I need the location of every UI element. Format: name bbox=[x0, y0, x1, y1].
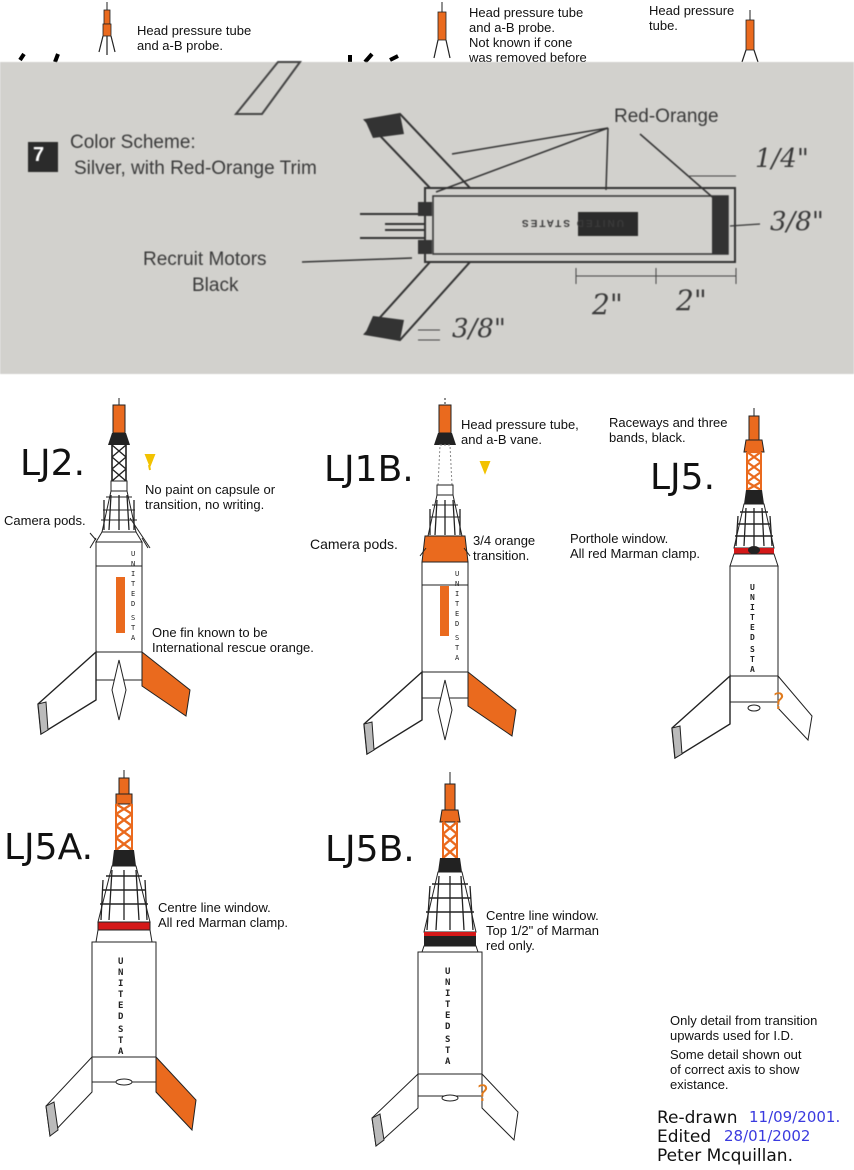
svg-text:N: N bbox=[750, 593, 755, 602]
svg-text:U: U bbox=[445, 967, 450, 977]
lj5b-label: LJ5B. bbox=[325, 829, 415, 870]
step-number: 7 bbox=[33, 144, 45, 166]
svg-text:E: E bbox=[750, 623, 755, 632]
redrawn-date: 11/09/2001. bbox=[749, 1108, 841, 1126]
svg-text:D: D bbox=[118, 1012, 124, 1022]
svg-text:S: S bbox=[131, 614, 135, 622]
svg-text:T: T bbox=[131, 580, 136, 588]
lj5a-rocket: U N I T E D S T A bbox=[45, 770, 197, 1138]
svg-text:U: U bbox=[131, 550, 135, 558]
svg-text:U: U bbox=[118, 957, 123, 967]
top-right-note: Head pressure tube. bbox=[649, 3, 735, 33]
color-scheme-desc: Silver, with Red-Orange Trim bbox=[74, 158, 317, 179]
svg-text:T: T bbox=[118, 1036, 124, 1046]
dim-three-eighths-right: 3/8" bbox=[770, 207, 824, 237]
lj5-fin-question-mark: ? bbox=[773, 690, 785, 715]
lj5-window-note: Porthole window. All red Marman clamp. bbox=[570, 531, 701, 561]
black-label: Black bbox=[192, 275, 239, 296]
lj5b-rocket: U N I T E D S T A bbox=[371, 772, 519, 1148]
svg-text:N: N bbox=[455, 580, 459, 588]
svg-text:T: T bbox=[118, 990, 124, 1000]
dim-quarter: 1/4" bbox=[755, 144, 809, 174]
dim-three-eighths-fin: 3/8" bbox=[452, 314, 506, 344]
svg-text:U: U bbox=[750, 583, 755, 592]
top-partial-rockets bbox=[18, 2, 759, 64]
color-scheme-title: Color Scheme: bbox=[70, 132, 196, 153]
lj5a-window-note: Centre line window. All red Marman clamp… bbox=[158, 900, 289, 930]
lj2-pods-note: Camera pods. bbox=[4, 513, 86, 528]
axis-footnote: Some detail shown out of correct axis to… bbox=[670, 1047, 802, 1092]
svg-text:T: T bbox=[455, 644, 460, 652]
svg-text:T: T bbox=[455, 600, 460, 608]
svg-text:A: A bbox=[455, 654, 460, 662]
svg-text:A: A bbox=[118, 1047, 124, 1057]
red-orange-label: Red-Orange bbox=[614, 106, 719, 127]
lj5a-label: LJ5A. bbox=[4, 827, 94, 868]
svg-text:T: T bbox=[750, 655, 755, 664]
svg-text:D: D bbox=[750, 633, 755, 642]
svg-text:A: A bbox=[445, 1057, 451, 1067]
svg-text:D: D bbox=[455, 620, 459, 628]
lj5-rocket: U N I T E D S T A bbox=[671, 408, 813, 759]
lj1b-rocket: U N I T E D S T A bbox=[363, 398, 517, 755]
svg-text:I: I bbox=[131, 570, 135, 578]
svg-text:I: I bbox=[455, 590, 459, 598]
rocket-color-scheme-drawing bbox=[28, 61, 761, 342]
svg-text:T: T bbox=[445, 1000, 451, 1010]
svg-text:E: E bbox=[445, 1011, 450, 1021]
svg-text:T: T bbox=[750, 613, 755, 622]
lj5b-window-note: Centre line window. Top 1/2" of Marman r… bbox=[486, 908, 600, 953]
svg-text:N: N bbox=[131, 560, 135, 568]
lj5b-fin-question-mark: ? bbox=[477, 1082, 489, 1107]
lj5-top-note: Raceways and three bands, black. bbox=[609, 415, 728, 445]
svg-text:E: E bbox=[455, 610, 459, 618]
svg-text:S: S bbox=[445, 1035, 450, 1045]
lj2-rocket: U N I T E D S T A bbox=[37, 398, 191, 735]
lj2-label: LJ2. bbox=[20, 443, 86, 484]
lj2-fin-note: One fin known to be International rescue… bbox=[152, 625, 314, 655]
svg-text:E: E bbox=[118, 1001, 123, 1011]
svg-text:I: I bbox=[445, 989, 450, 999]
svg-text:S: S bbox=[118, 1025, 123, 1035]
svg-text:S: S bbox=[455, 634, 459, 642]
lj5-label: LJ5. bbox=[650, 457, 716, 498]
lj1b-transition-note: 3/4 orange transition. bbox=[473, 533, 536, 563]
svg-text:A: A bbox=[750, 665, 755, 674]
lj6-top-note: Head pressure tube and a-B probe. Not kn… bbox=[469, 5, 587, 65]
edited-label: Edited bbox=[657, 1127, 712, 1147]
svg-text:A: A bbox=[131, 634, 136, 642]
svg-text:N: N bbox=[118, 968, 123, 978]
lj1-top-note: Head pressure tube and a-B probe. bbox=[137, 23, 252, 53]
dim-two-a: 2" bbox=[592, 288, 623, 321]
lj1b-pods-note: Camera pods. bbox=[310, 536, 398, 552]
edited-date: 28/01/2002 bbox=[724, 1127, 811, 1145]
svg-text:T: T bbox=[445, 1046, 451, 1056]
svg-text:I: I bbox=[750, 603, 755, 612]
lj1b-top-note: Head pressure tube, and a-B vane. bbox=[461, 417, 579, 447]
redrawn-label: Re-drawn bbox=[657, 1108, 738, 1128]
svg-text:E: E bbox=[131, 590, 135, 598]
svg-text:U: U bbox=[455, 570, 459, 578]
scanned-instruction-panel: 7 Color Scheme: Silver, with Red-Orange … bbox=[0, 61, 854, 374]
svg-text:D: D bbox=[131, 600, 135, 608]
svg-text:T: T bbox=[131, 624, 136, 632]
svg-text:S: S bbox=[750, 645, 755, 654]
author-name: Peter Mcquillan. bbox=[657, 1146, 793, 1166]
svg-text:I: I bbox=[118, 979, 123, 989]
recruit-motors-label: Recruit Motors bbox=[143, 249, 267, 270]
dim-two-b: 2" bbox=[676, 284, 707, 317]
lj2-top-note: No paint on capsule or transition, no wr… bbox=[145, 482, 276, 512]
svg-text:D: D bbox=[445, 1022, 451, 1032]
svg-text:N: N bbox=[445, 978, 450, 988]
lj1b-label: LJ1B. bbox=[324, 449, 414, 490]
id-footnote: Only detail from transition upwards used… bbox=[670, 1013, 818, 1043]
